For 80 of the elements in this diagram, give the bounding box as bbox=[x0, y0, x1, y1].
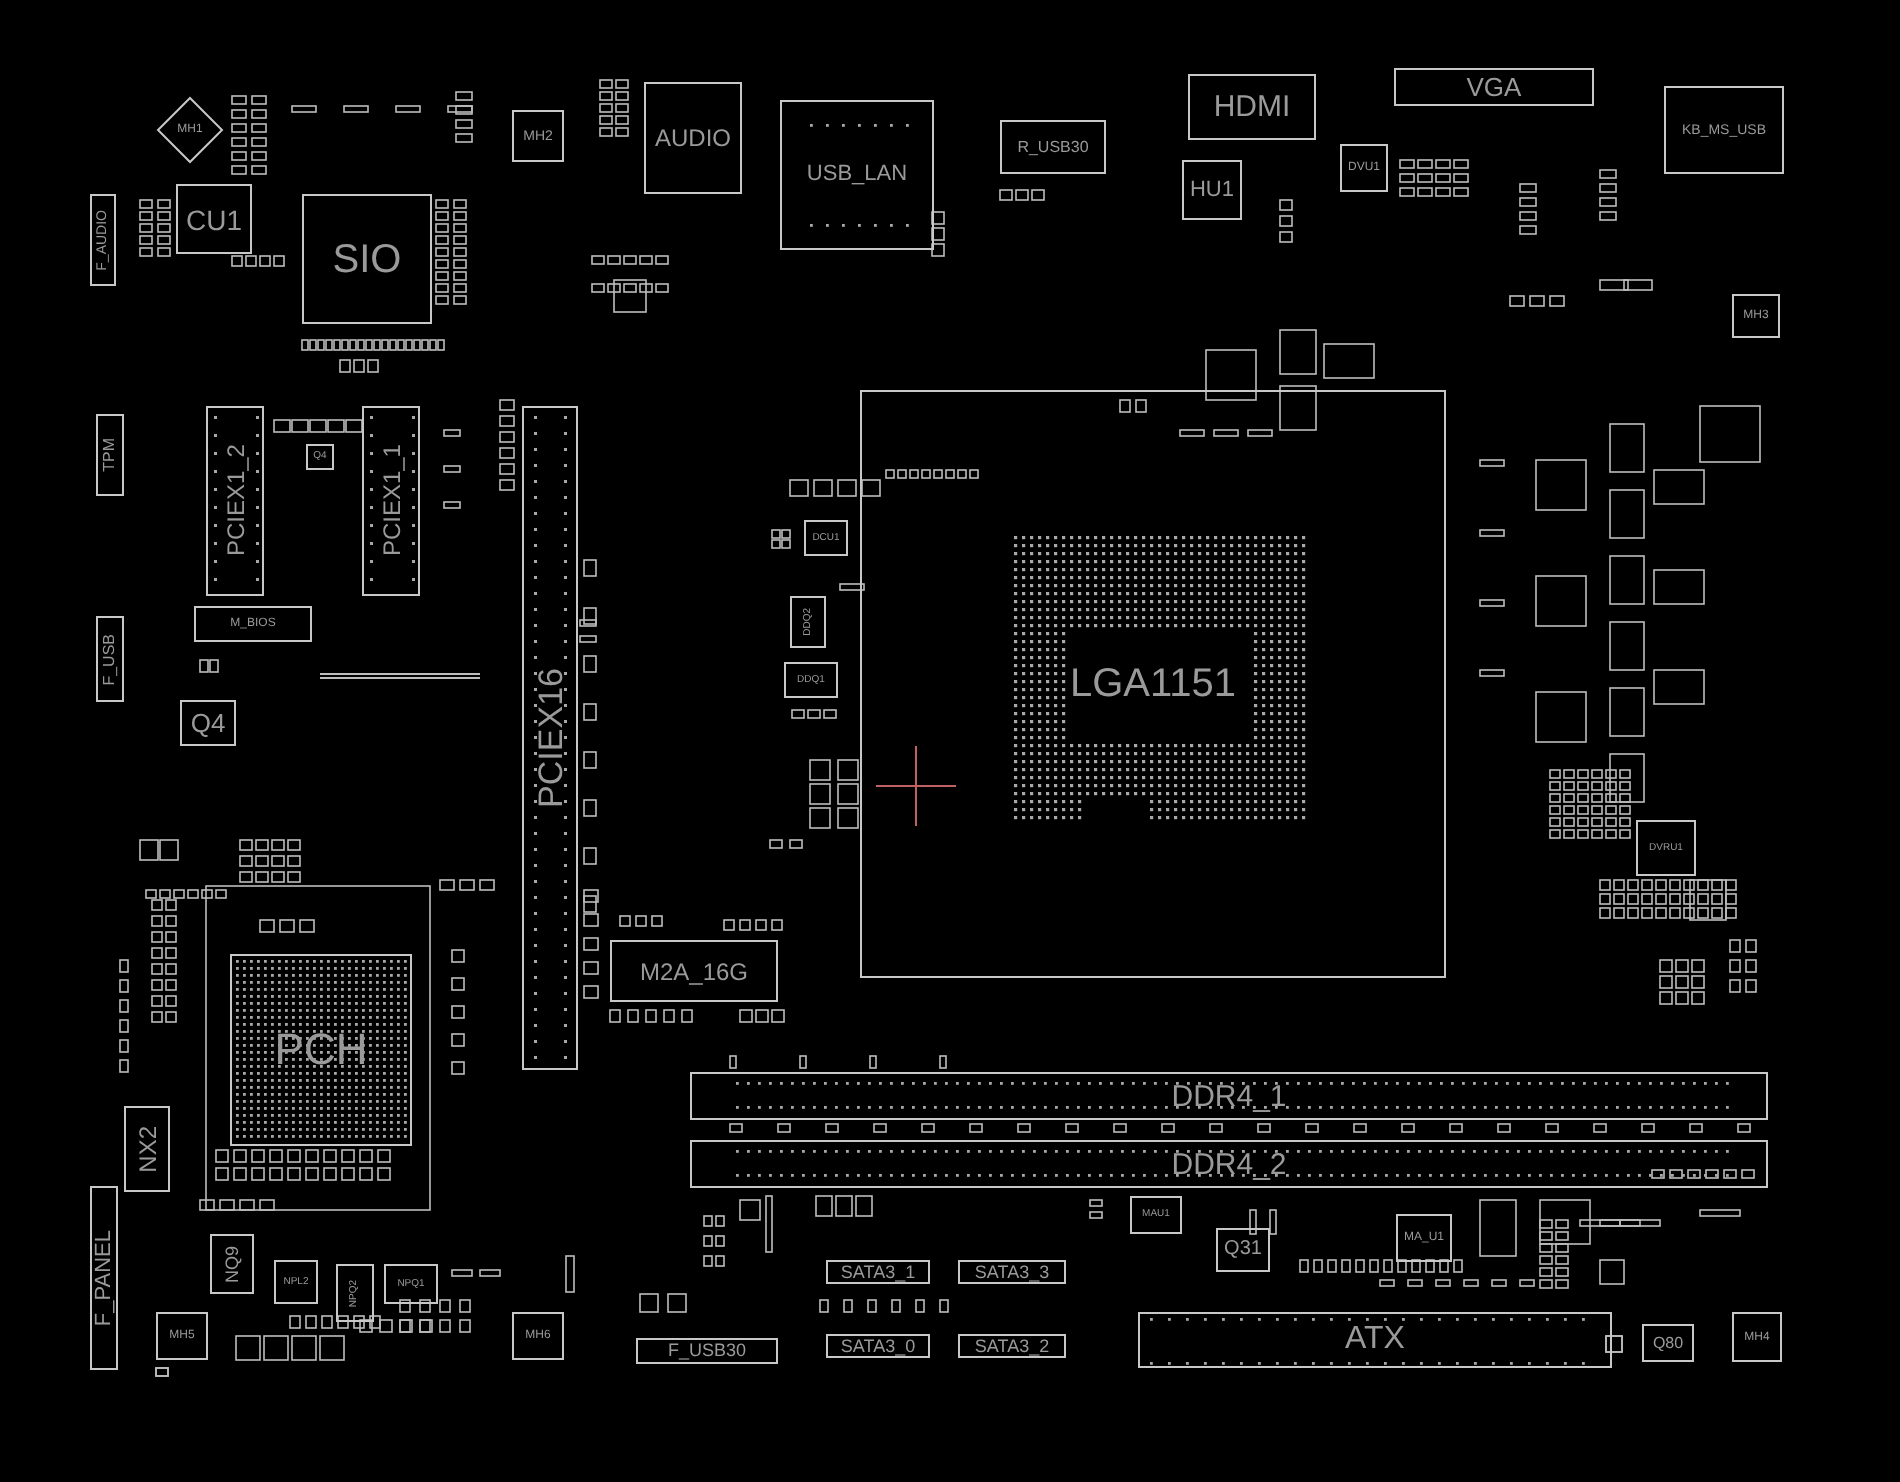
component-outline bbox=[90, 1186, 118, 1370]
component-outline bbox=[124, 1106, 170, 1192]
component-outline bbox=[512, 1312, 564, 1360]
component-outline bbox=[1340, 144, 1388, 192]
component-label: DDR4_1 bbox=[1171, 1081, 1287, 1111]
component-label: Q80 bbox=[1652, 1335, 1684, 1351]
component-outline bbox=[1188, 74, 1316, 140]
component-label: PCIEX1_2 bbox=[223, 444, 247, 558]
component-outline bbox=[610, 940, 778, 1002]
component-outline bbox=[636, 1338, 778, 1364]
component-label: CU1 bbox=[185, 205, 242, 233]
component-label: PCIEX1_1 bbox=[379, 444, 403, 558]
component-outline bbox=[194, 606, 312, 642]
component-outline bbox=[156, 96, 224, 164]
component-label: TPM bbox=[102, 438, 118, 472]
component-outline bbox=[804, 520, 848, 556]
component-outline bbox=[1130, 1196, 1182, 1234]
component-label: LGA1151 bbox=[1069, 664, 1237, 704]
component-outline bbox=[1732, 294, 1780, 338]
component-outline bbox=[780, 100, 934, 250]
component-label: Q31 bbox=[1224, 1240, 1262, 1260]
component-outline bbox=[274, 1260, 318, 1304]
component-label: SATA3_1 bbox=[840, 1263, 916, 1281]
component-outline bbox=[384, 1264, 438, 1304]
component-label: SATA3_2 bbox=[974, 1337, 1050, 1355]
component-label: ATX bbox=[1345, 1324, 1405, 1356]
component-outline bbox=[1636, 820, 1696, 876]
component-label: Q4 bbox=[190, 710, 226, 736]
component-outline bbox=[362, 406, 420, 596]
component-outline bbox=[336, 1264, 374, 1322]
component-label: DDR4_2 bbox=[1171, 1149, 1287, 1179]
component-outline bbox=[180, 700, 236, 746]
component-outline bbox=[210, 1234, 254, 1294]
component-label: F_USB30 bbox=[667, 1342, 747, 1360]
component-label: F_USB bbox=[102, 633, 118, 685]
component-label: PCH bbox=[274, 1028, 368, 1072]
component-label: SIO bbox=[332, 239, 402, 279]
component-outline bbox=[90, 194, 116, 286]
component-label: HU1 bbox=[1189, 179, 1234, 201]
component-outline bbox=[826, 1334, 930, 1358]
component-outline bbox=[96, 414, 124, 496]
component-outline bbox=[1138, 1312, 1612, 1368]
component-label: SATA3_3 bbox=[974, 1263, 1050, 1281]
component-label: SATA3_0 bbox=[840, 1337, 916, 1355]
component-outline bbox=[206, 406, 264, 596]
component-outline bbox=[1182, 160, 1242, 220]
component-outline bbox=[230, 954, 412, 1146]
component-outline bbox=[690, 1072, 1768, 1120]
component-outline bbox=[522, 406, 578, 1070]
component-outline bbox=[1396, 1214, 1452, 1262]
component-outline bbox=[644, 82, 742, 194]
component-outline bbox=[784, 662, 838, 698]
component-outline bbox=[302, 194, 432, 324]
component-outline bbox=[1394, 68, 1594, 106]
component-outline bbox=[176, 184, 252, 254]
component-outline bbox=[1732, 1312, 1782, 1362]
component-outline bbox=[958, 1334, 1066, 1358]
component-label: VGA bbox=[1466, 74, 1522, 100]
component-outline bbox=[860, 390, 1446, 978]
component-label: M2A_16G bbox=[639, 959, 749, 983]
component-outline bbox=[1000, 120, 1106, 174]
component-label: R_USB30 bbox=[1017, 139, 1089, 155]
component-outline bbox=[690, 1140, 1768, 1188]
component-outline bbox=[1642, 1324, 1694, 1362]
component-outline bbox=[1664, 86, 1784, 174]
component-label: NQ9 bbox=[223, 1245, 241, 1283]
component-outline bbox=[826, 1260, 930, 1284]
component-outline bbox=[96, 616, 124, 702]
component-label: AUDIO bbox=[654, 126, 731, 150]
component-label: PCIEX16 bbox=[533, 668, 567, 808]
component-outline bbox=[156, 1312, 208, 1360]
component-outline bbox=[790, 596, 826, 648]
component-label: HDMI bbox=[1213, 92, 1291, 122]
component-outline bbox=[958, 1260, 1066, 1284]
component-label: USB_LAN bbox=[806, 164, 908, 186]
component-outline bbox=[512, 110, 564, 162]
component-label: NX2 bbox=[135, 1125, 159, 1173]
component-outline bbox=[306, 444, 334, 470]
component-label: F_PANEL bbox=[93, 1229, 115, 1327]
component-outline bbox=[1216, 1228, 1270, 1272]
